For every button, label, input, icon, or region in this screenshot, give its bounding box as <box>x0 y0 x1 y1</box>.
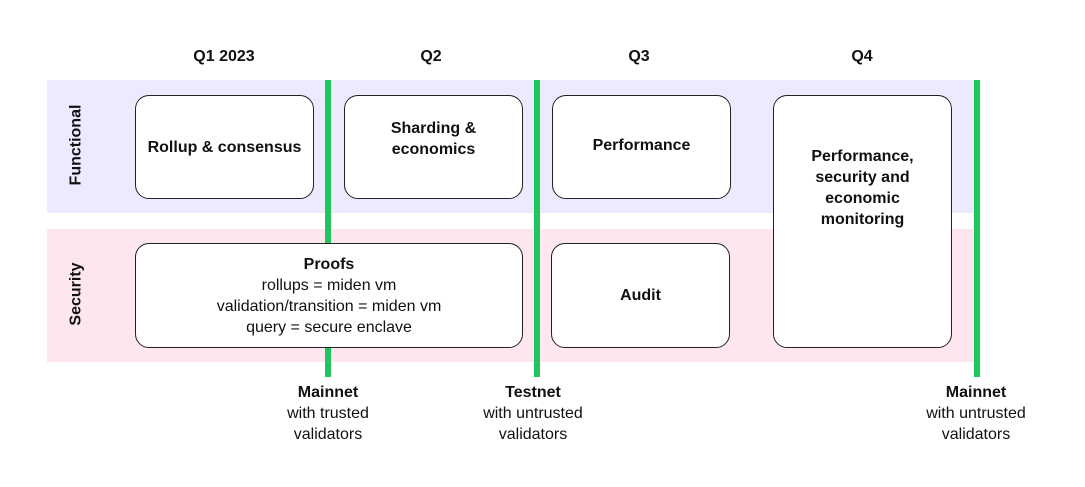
milestone-1-title: Mainnet <box>297 384 359 401</box>
row-label-security: Security <box>67 262 85 326</box>
quarter-label-q2: Q2 <box>420 48 442 65</box>
box-proofs-title: Proofs <box>303 255 355 273</box>
row-label-functional: Functional <box>67 104 85 186</box>
milestone-line-mainnet-untrusted <box>974 80 980 377</box>
milestone-line-testnet <box>534 80 540 377</box>
milestone-mainnet-trusted: Mainnet with trusted validators <box>243 382 413 445</box>
milestone-2-line1: with untrusted <box>483 405 583 422</box>
milestone-1-line1: with trusted <box>287 405 369 422</box>
milestone-3-line1: with untrusted <box>926 405 1026 422</box>
box-performance-text: Performance <box>592 136 691 154</box>
box-sharding-line1: Sharding & <box>390 120 477 137</box>
quarter-label-q4: Q4 <box>851 48 873 65</box>
milestone-3-title: Mainnet <box>945 384 1007 401</box>
box-proofs-line3: query = secure enclave <box>246 318 412 336</box>
box-rollup-consensus-text: Rollup & consensus <box>147 138 302 156</box>
box-audit: Audit <box>551 243 730 348</box>
box-proofs-line1: rollups = miden vm <box>261 276 397 294</box>
box-sharding-line2: economics <box>391 141 476 158</box>
milestone-2-line2: validators <box>498 426 568 443</box>
box-q4-line3: economic <box>825 189 900 207</box>
box-q4-monitoring: Performance, security and economic monit… <box>773 95 952 348</box>
milestone-line-mainnet-trusted <box>325 80 331 377</box>
quarter-label-q1: Q1 2023 <box>193 48 255 65</box>
box-sharding-economics: Sharding & economics <box>344 95 523 199</box>
box-proofs: Proofs rollups = miden vm validation/tra… <box>135 243 523 348</box>
box-performance: Performance <box>552 95 731 199</box>
box-proofs-line2: validation/transition = miden vm <box>216 297 442 315</box>
milestone-mainnet-untrusted: Mainnet with untrusted validators <box>891 382 1061 445</box>
box-q4-line1: Performance, <box>811 147 914 165</box>
milestone-3-line2: validators <box>941 426 1011 443</box>
quarter-label-q3: Q3 <box>628 48 650 65</box>
box-q4-line4: monitoring <box>820 210 905 228</box>
box-audit-text: Audit <box>620 287 661 304</box>
milestone-2-title: Testnet <box>505 384 561 401</box>
box-rollup-consensus: Rollup & consensus <box>135 95 314 199</box>
box-q4-line2: security and <box>815 168 910 186</box>
milestone-testnet: Testnet with untrusted validators <box>448 382 618 445</box>
milestone-1-line2: validators <box>293 426 363 443</box>
